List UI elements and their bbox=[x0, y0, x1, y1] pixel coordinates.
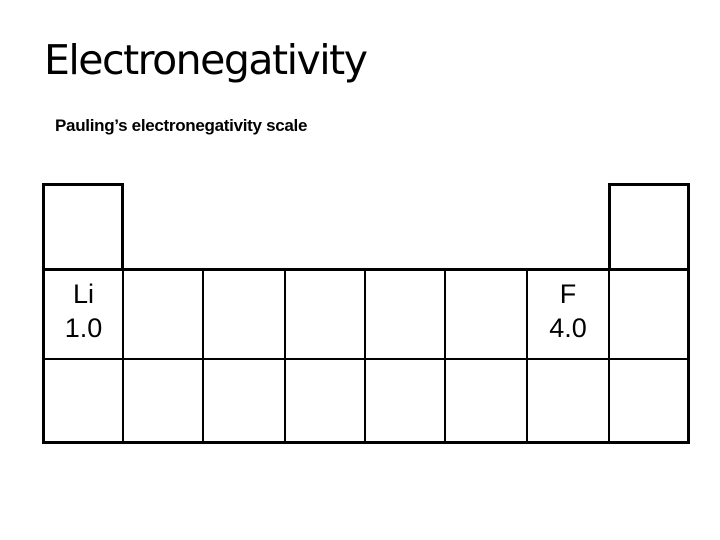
slide-subtitle: Pauling’s electronegativity scale bbox=[55, 116, 308, 135]
element-symbol: F bbox=[559, 279, 577, 309]
element-cell bbox=[446, 271, 528, 360]
element-cell bbox=[45, 360, 124, 441]
element-symbol: Li bbox=[72, 279, 94, 309]
element-cell bbox=[124, 360, 204, 441]
element-cell bbox=[366, 360, 446, 441]
element-cell bbox=[124, 271, 204, 360]
element-cell-f: F 4.0 bbox=[528, 271, 610, 360]
element-cell bbox=[446, 360, 528, 441]
element-cell bbox=[366, 271, 446, 360]
period-grid: Li 1.0 F bbox=[42, 268, 690, 444]
slide-title: Electronegativity bbox=[44, 36, 368, 84]
element-cell bbox=[204, 360, 286, 441]
period1-left-box bbox=[42, 183, 124, 268]
element-cell bbox=[286, 271, 366, 360]
element-cell bbox=[610, 271, 687, 360]
element-cell bbox=[286, 360, 366, 441]
element-cell bbox=[204, 271, 286, 360]
element-cell bbox=[528, 360, 610, 441]
element-value: 4.0 bbox=[549, 313, 587, 343]
element-value: 1.0 bbox=[64, 313, 103, 343]
period1-right-box bbox=[608, 183, 690, 268]
element-cell bbox=[610, 360, 687, 441]
element-cell-li: Li 1.0 bbox=[45, 271, 124, 360]
